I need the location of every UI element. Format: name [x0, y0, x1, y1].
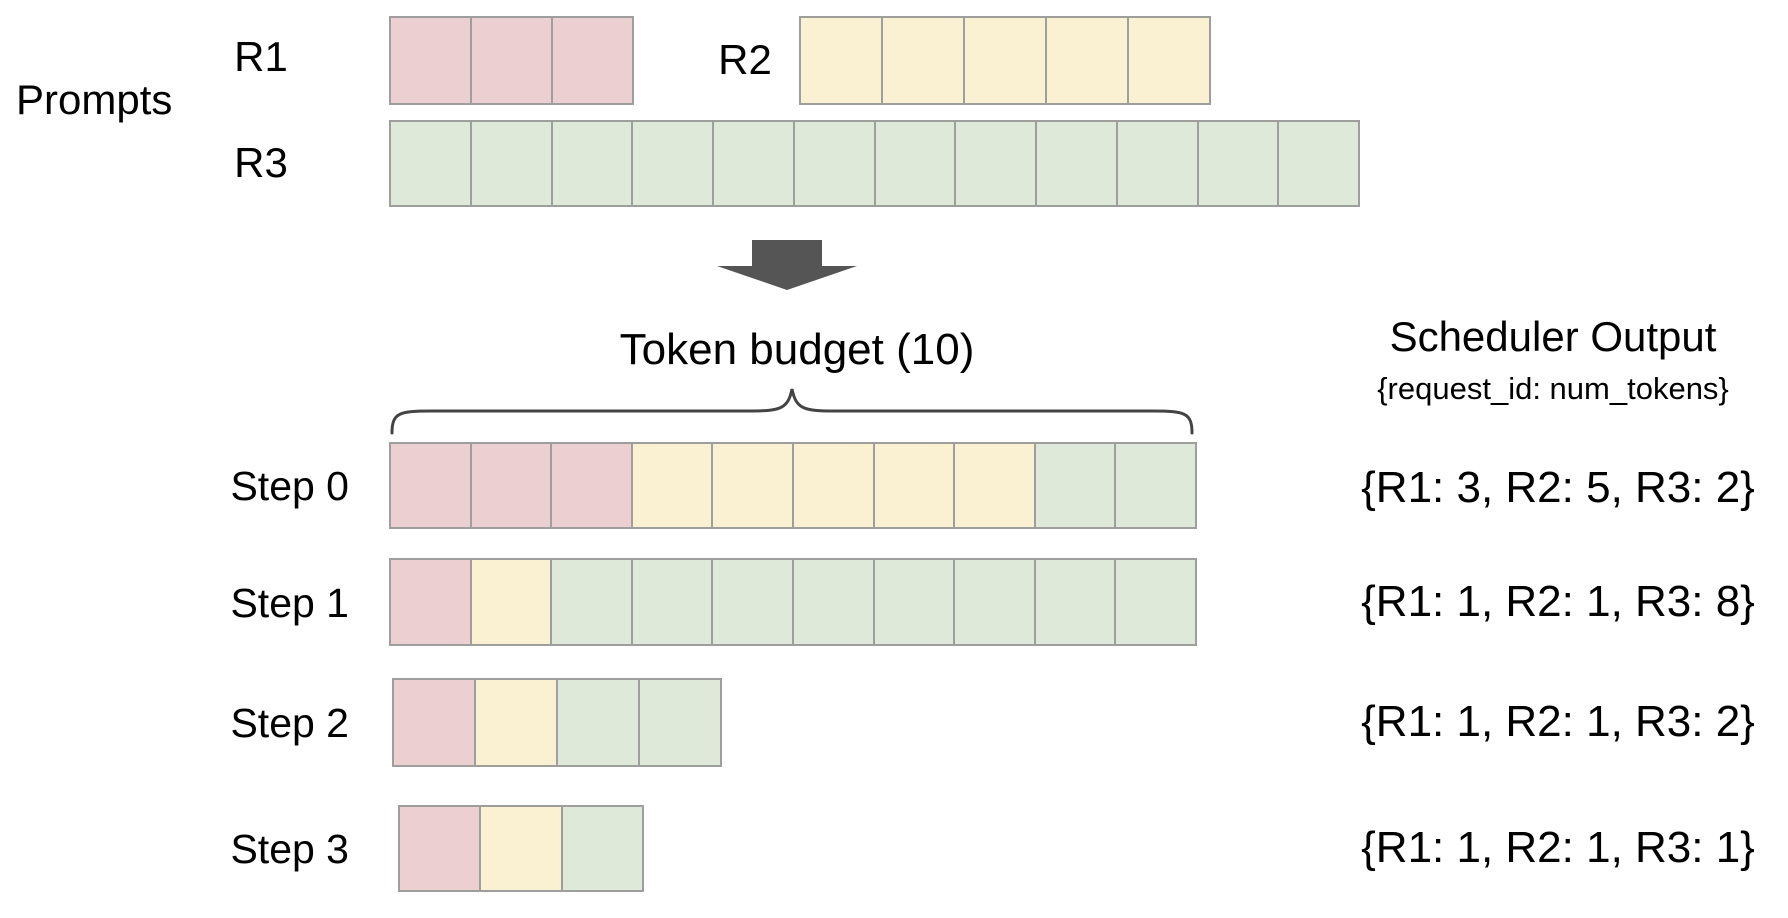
prompts-label: Prompts — [16, 76, 173, 123]
scheduler-output-subtitle: {request_id: num_tokens} — [1377, 371, 1729, 406]
step-label-1: Step 1 — [230, 580, 349, 626]
token-cell-r2 — [1128, 17, 1210, 104]
token-cell-r2 — [882, 17, 964, 104]
step-token-row-3 — [398, 805, 644, 892]
scheduler-output-line-1: {R1: 1, R2: 1, R3: 8} — [1361, 577, 1755, 626]
token-budget-brace — [390, 388, 1194, 435]
prompt-token-row-r1 — [389, 16, 634, 105]
token-cell-r2 — [631, 443, 713, 528]
token-cell-r3 — [1036, 121, 1117, 206]
step-label-3: Step 3 — [230, 826, 349, 872]
token-cell-r3 — [1034, 443, 1116, 528]
token-cell-r3 — [954, 559, 1035, 645]
token-cell-r3 — [639, 679, 721, 766]
scheduler-output-line-2: {R1: 1, R2: 1, R3: 2} — [1361, 697, 1755, 746]
token-cell-r1 — [390, 559, 471, 645]
step-token-row-1 — [389, 558, 1197, 646]
token-cell-r2 — [800, 17, 882, 104]
token-cell-r1 — [551, 443, 632, 528]
token-cell-r1 — [471, 17, 552, 104]
token-cell-r3 — [793, 121, 875, 206]
token-cell-r1 — [390, 443, 471, 528]
token-cell-r3 — [551, 121, 633, 206]
token-cell-r3 — [632, 121, 713, 206]
row-label-r1: R1 — [234, 33, 288, 80]
token-cell-r3 — [712, 559, 793, 645]
token-cell-r3 — [1115, 559, 1196, 645]
token-cell-r2 — [470, 559, 552, 645]
token-cell-r1 — [470, 443, 552, 528]
step-label-2: Step 2 — [230, 700, 349, 746]
token-cell-r3 — [792, 559, 874, 645]
token-cell-r2 — [1046, 17, 1128, 104]
token-cell-r3 — [631, 559, 713, 645]
token-cell-r1 — [390, 17, 471, 104]
token-cell-r2 — [873, 443, 955, 528]
token-cell-r3 — [1034, 559, 1116, 645]
scheduler-output-line-0: {R1: 3, R2: 5, R3: 2} — [1361, 463, 1755, 512]
token-cell-r2 — [792, 443, 874, 528]
token-cell-r1 — [552, 17, 633, 104]
down-arrow-icon — [717, 240, 857, 290]
token-cell-r3 — [561, 806, 643, 891]
token-cell-r3 — [390, 121, 471, 206]
token-cell-r2 — [480, 806, 562, 891]
prompt-token-row-r2 — [799, 16, 1211, 105]
token-cell-r2 — [964, 17, 1046, 104]
scheduler-output-title: Scheduler Output — [1389, 313, 1717, 360]
row-label-r2: R2 — [718, 36, 772, 83]
step-label-0: Step 0 — [230, 463, 349, 509]
token-cell-r3 — [551, 559, 632, 645]
token-cell-r3 — [713, 121, 794, 206]
token-cell-r3 — [1197, 121, 1279, 206]
token-cell-r3 — [955, 121, 1036, 206]
scheduler-output-line-3: {R1: 1, R2: 1, R3: 1} — [1361, 823, 1755, 872]
token-cell-r2 — [954, 443, 1035, 528]
token-cell-r2 — [712, 443, 793, 528]
token-cell-r1 — [399, 806, 481, 891]
prompt-token-row-r3 — [389, 120, 1360, 207]
token-cell-r3 — [1115, 443, 1196, 528]
token-budget-label: Token budget (10) — [619, 325, 975, 374]
row-label-r3: R3 — [234, 139, 288, 186]
token-cell-r3 — [1278, 121, 1359, 206]
token-cell-r3 — [873, 559, 955, 645]
token-cell-r3 — [1116, 121, 1198, 206]
step-token-row-0 — [389, 442, 1197, 529]
token-cell-r1 — [393, 679, 475, 766]
step-token-row-2 — [392, 678, 722, 767]
token-cell-r3 — [557, 679, 639, 766]
token-cell-r3 — [470, 121, 552, 206]
token-cell-r3 — [874, 121, 956, 206]
token-cell-r2 — [475, 679, 557, 766]
